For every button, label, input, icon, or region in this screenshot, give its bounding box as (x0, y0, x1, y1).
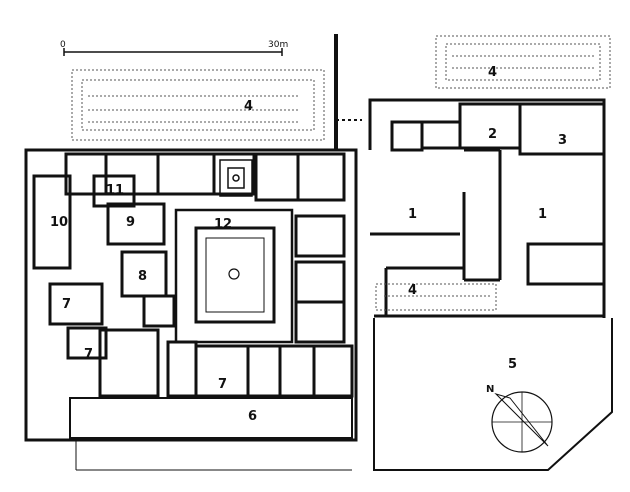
garden-5-enclosure (373, 318, 613, 471)
atrium-impluvium (219, 159, 253, 197)
label-room-7-c: 7 (218, 377, 227, 392)
compass-north-label: N (486, 384, 494, 395)
scale-end-label: 30m (268, 40, 288, 50)
label-room-9: 9 (126, 215, 135, 230)
label-room-5: 5 (508, 357, 517, 372)
label-room-12: 12 (214, 217, 232, 232)
label-room-11: 11 (106, 183, 124, 198)
scale-start-label: 0 (60, 40, 66, 50)
label-room-4-middle: 4 (408, 283, 417, 298)
compass-icon: N (486, 384, 553, 453)
label-room-2: 2 (488, 127, 497, 142)
east-house-walls (368, 98, 606, 318)
label-room-1-right: 1 (538, 207, 547, 222)
room-6-corridor (69, 397, 353, 471)
label-room-3: 3 (558, 133, 567, 148)
garden-beds-middle (375, 283, 497, 311)
west-house-walls (24, 148, 358, 442)
boundary-walls (334, 34, 362, 150)
label-room-7-a: 7 (62, 297, 71, 312)
garden-beds-top-left (71, 69, 325, 141)
label-room-1-left: 1 (408, 207, 417, 222)
label-room-10: 10 (50, 215, 68, 230)
label-room-6: 6 (248, 409, 257, 424)
garden-beds-top-right (435, 35, 611, 89)
label-room-7-b: 7 (84, 347, 93, 362)
scale-bar: 0 30m (60, 40, 288, 56)
label-room-4-top-right: 4 (488, 65, 497, 80)
label-room-4-top-left: 4 (244, 99, 253, 114)
peristyle-court (174, 208, 294, 344)
label-room-8: 8 (138, 269, 147, 284)
